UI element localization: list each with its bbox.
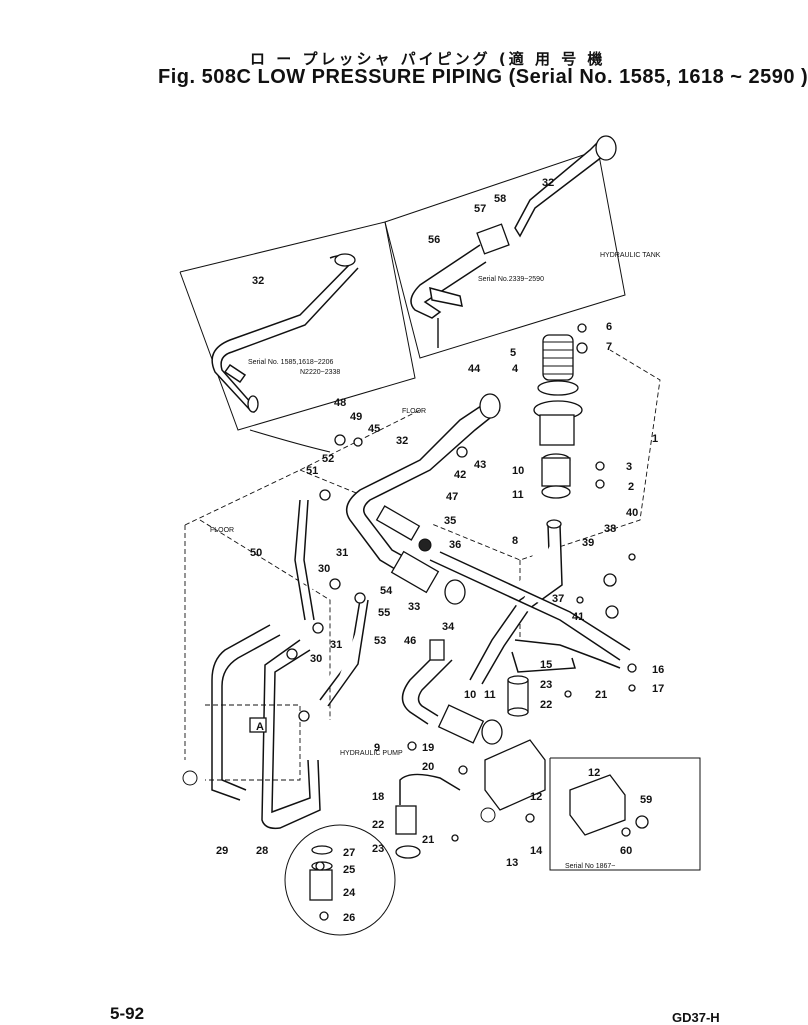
callout: 7 (606, 341, 612, 353)
callout: 16 (652, 664, 664, 676)
callout: 40 (626, 507, 638, 519)
callout: 12 (530, 791, 542, 803)
callout: 3 (626, 461, 632, 473)
note-serial-c: Serial No 1867~ (565, 863, 615, 870)
callout: 54 (380, 585, 393, 597)
callout: 9 (374, 742, 380, 754)
main-assembly (184, 334, 701, 936)
callout: 8 (512, 535, 518, 547)
callout: 35 (444, 515, 456, 527)
callout: 34 (442, 621, 455, 633)
title-japanese: ロ ー プレッシャ パイピング (適 用 号 機 (250, 50, 606, 68)
note-hydraulic-tank: HYDRAULIC TANK (600, 252, 661, 259)
callout: 45 (368, 423, 380, 435)
callout: 22 (372, 819, 384, 831)
model-code: GD37-H (672, 1010, 720, 1025)
callout: 56 (428, 234, 440, 246)
callout: 57 (474, 203, 486, 215)
callout: 14 (530, 845, 543, 857)
callout: 11 (484, 689, 496, 701)
callout: 59 (640, 794, 652, 806)
callout: 11 (512, 489, 524, 501)
callout: 50 (250, 547, 262, 559)
note-serial-b: Serial No.2339~2590 (478, 276, 544, 283)
callout: 25 (343, 864, 355, 876)
callout: 12 (588, 767, 600, 779)
callout: 28 (256, 845, 268, 857)
callout: 30 (318, 563, 330, 575)
page-number: 5-92 (110, 1004, 145, 1023)
figure-title: Fig. 508C LOW PRESSURE PIPING (Serial No… (158, 66, 808, 88)
callout: 24 (343, 887, 356, 899)
callout: 6 (606, 321, 612, 333)
callout: 31 (330, 639, 342, 651)
callout: 10 (464, 689, 476, 701)
callout: 52 (322, 453, 334, 465)
callout: 43 (474, 459, 486, 471)
callout: 38 (604, 523, 616, 535)
callout: 2 (628, 481, 634, 493)
callout: 32 (396, 435, 408, 447)
callout: 46 (404, 635, 416, 647)
note-floor-2: FLOOR (210, 527, 234, 534)
callout: 49 (350, 411, 362, 423)
note-view-a: A (256, 721, 264, 733)
callout: 23 (540, 679, 552, 691)
callout: 36 (449, 539, 461, 551)
note-serial-a2: N2220~2338 (300, 369, 340, 376)
note-floor-1: FLOOR (402, 408, 426, 415)
callout: 18 (372, 791, 384, 803)
callout: 32 (542, 177, 554, 189)
callout: 33 (408, 601, 420, 613)
callout: 4 (512, 363, 519, 375)
callout: 22 (540, 699, 552, 711)
callout: 5 (510, 347, 516, 359)
note-hydraulic-pump: HYDRAULIC PUMP (340, 750, 403, 757)
callout: 53 (374, 635, 386, 647)
callout: 41 (572, 611, 584, 623)
callout: 1 (652, 433, 658, 445)
callout: 42 (454, 469, 466, 481)
callout: 44 (468, 363, 481, 375)
callout: 29 (216, 845, 228, 857)
callout: 31 (336, 547, 348, 559)
callout: 37 (552, 593, 564, 605)
callout: 20 (422, 761, 434, 773)
callout: 47 (446, 491, 458, 503)
callout: 51 (306, 465, 318, 477)
fasteners (182, 323, 649, 921)
callout: 23 (372, 843, 384, 855)
callout: 60 (620, 845, 632, 857)
callout: 10 (512, 465, 524, 477)
note-serial-a: Serial No. 1585,1618~2206 (248, 359, 334, 366)
callout: 27 (343, 847, 355, 859)
callout: 13 (506, 857, 518, 869)
callout: 58 (494, 193, 506, 205)
piping-diagram: HYDRAULIC TANK HYDRAULIC PUMP FLOOR FLOO… (179, 135, 701, 936)
callout: 17 (652, 683, 664, 695)
callout: 30 (310, 653, 322, 665)
callout: 21 (595, 689, 607, 701)
callout: 32 (252, 275, 264, 287)
callout-labels: 1 2 3 4 5 6 7 8 9 10 10 11 11 12 12 13 1… (216, 177, 664, 924)
callout: 55 (378, 607, 390, 619)
callout: 19 (422, 742, 434, 754)
callout: 21 (422, 834, 434, 846)
inset-variant-b (384, 135, 626, 359)
callout: 48 (334, 397, 346, 409)
callout: 15 (540, 659, 552, 671)
callout: 39 (582, 537, 594, 549)
inset-variant-a (179, 221, 416, 453)
callout: 26 (343, 912, 355, 924)
